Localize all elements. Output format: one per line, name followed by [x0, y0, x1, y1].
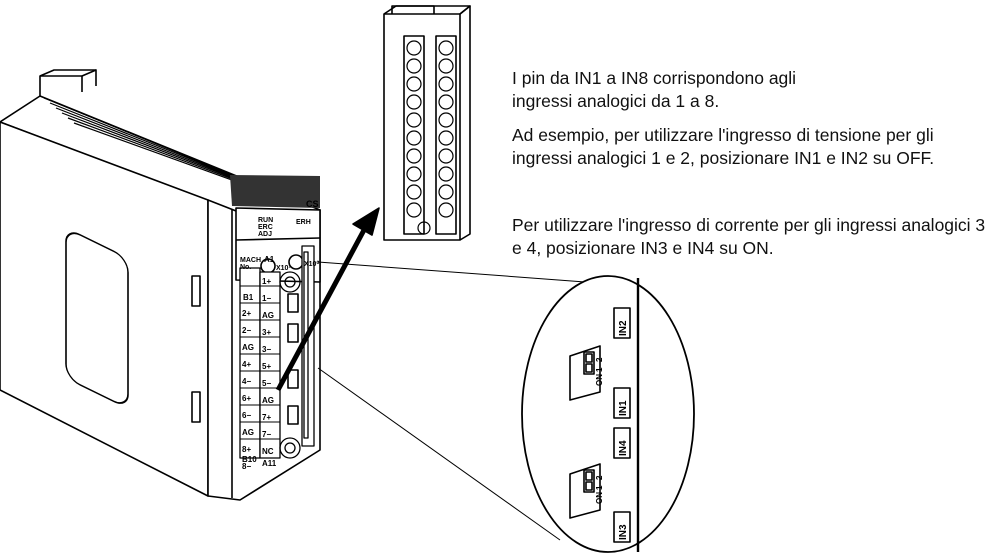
switch-label-in1: IN1: [618, 400, 629, 416]
terminal-a-label-5: 5+: [262, 362, 271, 371]
indicator-adj: ADJ: [258, 231, 272, 238]
terminal-a-label-9: 7−: [262, 430, 271, 439]
switch-label-in4: IN4: [618, 440, 629, 456]
terminal-b-label-1: 2−: [242, 326, 251, 335]
terminal-b1-label: B1: [243, 293, 254, 302]
terminal-a-label-3: 3+: [262, 328, 271, 337]
removable-terminal: [383, 5, 471, 241]
dip2-mark-on: ON: [595, 492, 604, 504]
description-paragraph-1: I pin da IN1 a IN8 corrispondono agli in…: [512, 68, 797, 111]
dip1-mark-1: 1: [595, 367, 604, 372]
mach-label: MACH: [240, 257, 261, 264]
module-model-label: CS: [306, 199, 319, 209]
dial-x10-label: X10¹: [276, 265, 291, 272]
indicator-erc: ERC: [258, 224, 273, 231]
terminal-a-label-0: 1+: [262, 277, 271, 286]
terminal-b-label-9: 8−: [242, 462, 251, 471]
terminal-b10-label: B10: [242, 455, 257, 464]
side-window: [65, 232, 129, 404]
terminal-a-label-1: 1−: [262, 294, 271, 303]
dip1-mark-on: ON: [595, 374, 604, 386]
terminal-a-label-2: AG: [262, 311, 274, 320]
terminal-a11-label: A11: [262, 459, 277, 468]
pointer-arrow: [275, 207, 380, 392]
dip1-mark-2: 2: [595, 357, 604, 362]
terminal-b-label-4: 4−: [242, 377, 251, 386]
terminal-b-label-6: 6−: [242, 411, 251, 420]
dip2-mark-1: 1: [595, 485, 604, 490]
terminal-b-label-0: 2+: [242, 309, 251, 318]
terminal-a-label-7: AG: [262, 396, 274, 405]
terminal-b-label-8: 8+: [242, 445, 251, 454]
dial-x1-label: X10⁰: [304, 260, 319, 268]
indicator-erh: ERH: [296, 219, 311, 226]
terminal-a-label-6: 5−: [262, 379, 271, 388]
terminal-a-label-8: 7+: [262, 413, 271, 422]
description-paragraph-3: Per utilizzare l'ingresso di corrente pe…: [512, 215, 986, 258]
switch-label-in2: IN2: [618, 320, 629, 336]
description-paragraph-2: Ad esempio, per utilizzare l'ingresso di…: [512, 125, 935, 168]
top-vent: [43, 97, 320, 208]
terminal-a-label-4: 3−: [262, 345, 271, 354]
zoom-ellipse: [521, 275, 695, 553]
no-label: No.: [240, 264, 251, 271]
terminal-block: [239, 245, 315, 459]
terminal-b-label-5: 6+: [242, 394, 251, 403]
indicator-run: RUN: [258, 217, 273, 224]
terminal-a-label-10: NC: [262, 447, 274, 456]
terminal-b-label-7: AG: [242, 428, 254, 437]
terminal-a1-label: A1: [264, 255, 275, 264]
dip2-mark-2: 2: [595, 475, 604, 480]
terminal-b-label-3: 4+: [242, 360, 251, 369]
switch-label-in3: IN3: [618, 524, 629, 540]
terminal-b-label-2: AG: [242, 343, 254, 352]
